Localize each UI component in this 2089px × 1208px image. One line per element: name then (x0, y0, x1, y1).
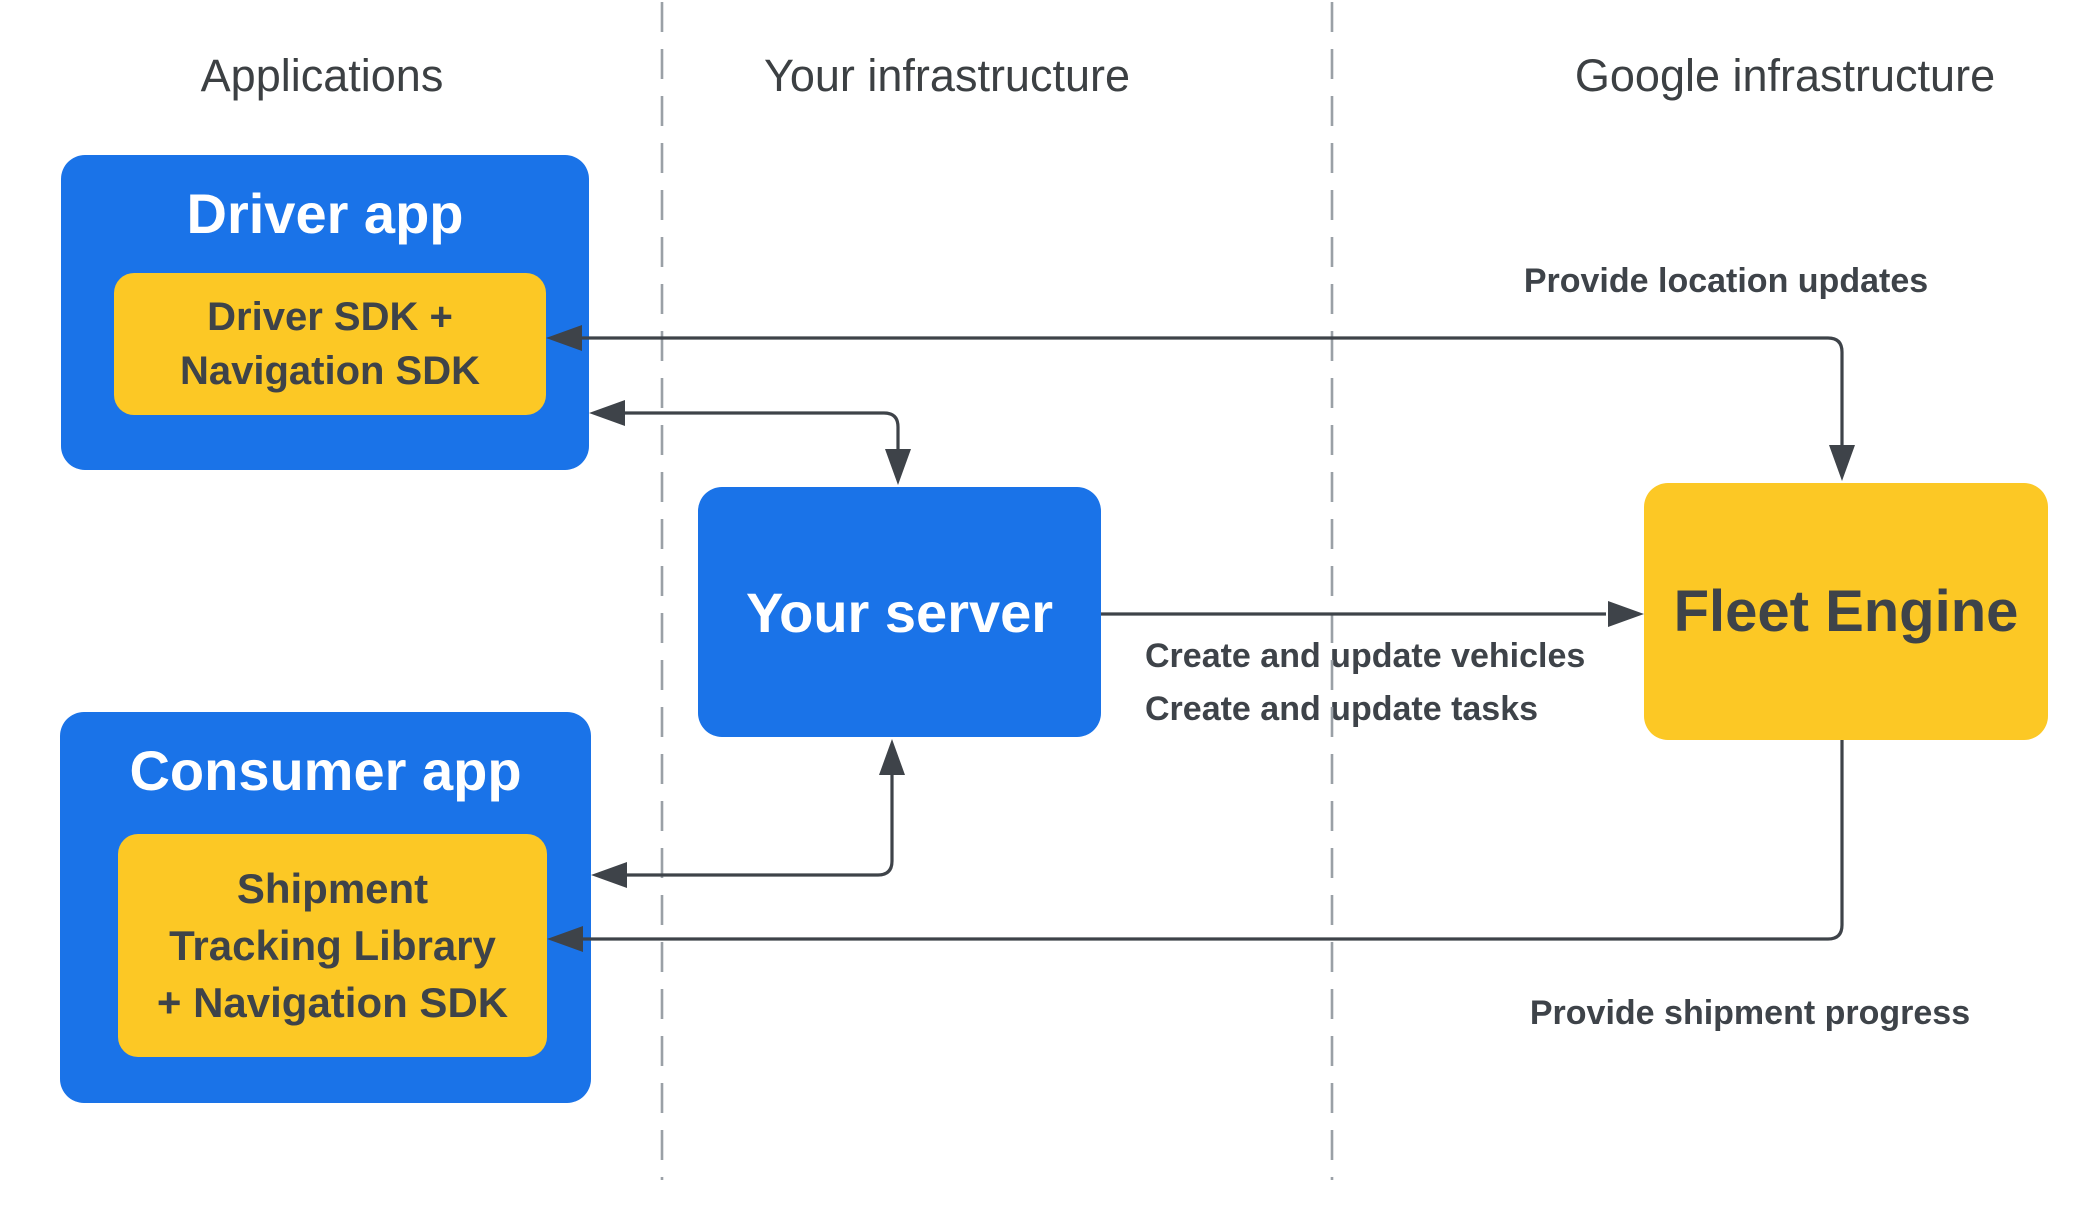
arrowhead-into-your-server-bottom (879, 739, 905, 775)
shipment-tracking-line-1: Shipment (236, 864, 429, 912)
column-header-google-infrastructure: Google infrastructure (1574, 50, 1996, 101)
arrowhead-into-consumer-app (591, 862, 627, 888)
edge-label-create-vehicles: Create and update vehicles (1145, 637, 1586, 675)
edge-label-create-tasks: Create and update tasks (1145, 689, 1539, 728)
edge-label-provide-location-updates: Provide location updates (1523, 262, 1929, 300)
connector-consumer-server (627, 771, 894, 877)
connector-driver-server (625, 411, 900, 453)
driver-sdk-box: Driver SDK + Navigation SDK (114, 273, 546, 415)
column-header-your-infrastructure: Your infrastructure (763, 50, 1131, 101)
shipment-tracking-box: Shipment Tracking Library + Navigation S… (118, 834, 547, 1057)
your-server-title: Your server (745, 580, 1054, 644)
edge-label-provide-shipment-progress: Provide shipment progress (1529, 994, 1971, 1032)
your-server-box: Your server (698, 487, 1101, 737)
column-header-applications: Applications (200, 50, 444, 101)
shipment-tracking-line-3: + Navigation SDK (156, 979, 509, 1027)
arrowhead-into-your-server-top (885, 449, 911, 485)
driver-app-title: Driver app (186, 182, 464, 245)
consumer-app-title: Consumer app (129, 739, 522, 802)
fleet-engine-box: Fleet Engine (1644, 483, 2048, 740)
arrowhead-into-fleet-engine-left (1608, 601, 1644, 627)
connector-shipment-progress (583, 740, 1844, 941)
edge-label-create-and-update: Create and update vehicles Create and up… (1145, 630, 1585, 735)
connector-location-updates (582, 336, 1844, 449)
fleet-engine-title: Fleet Engine (1673, 579, 2019, 644)
shipment-tracking-line-2: Tracking Library (169, 921, 496, 969)
driver-sdk-line-2: Navigation SDK (179, 349, 481, 393)
arrowhead-into-driver-app (589, 400, 625, 426)
arrowhead-into-fleet-engine-top (1829, 445, 1855, 481)
driver-sdk-line-1: Driver SDK + (207, 294, 453, 339)
